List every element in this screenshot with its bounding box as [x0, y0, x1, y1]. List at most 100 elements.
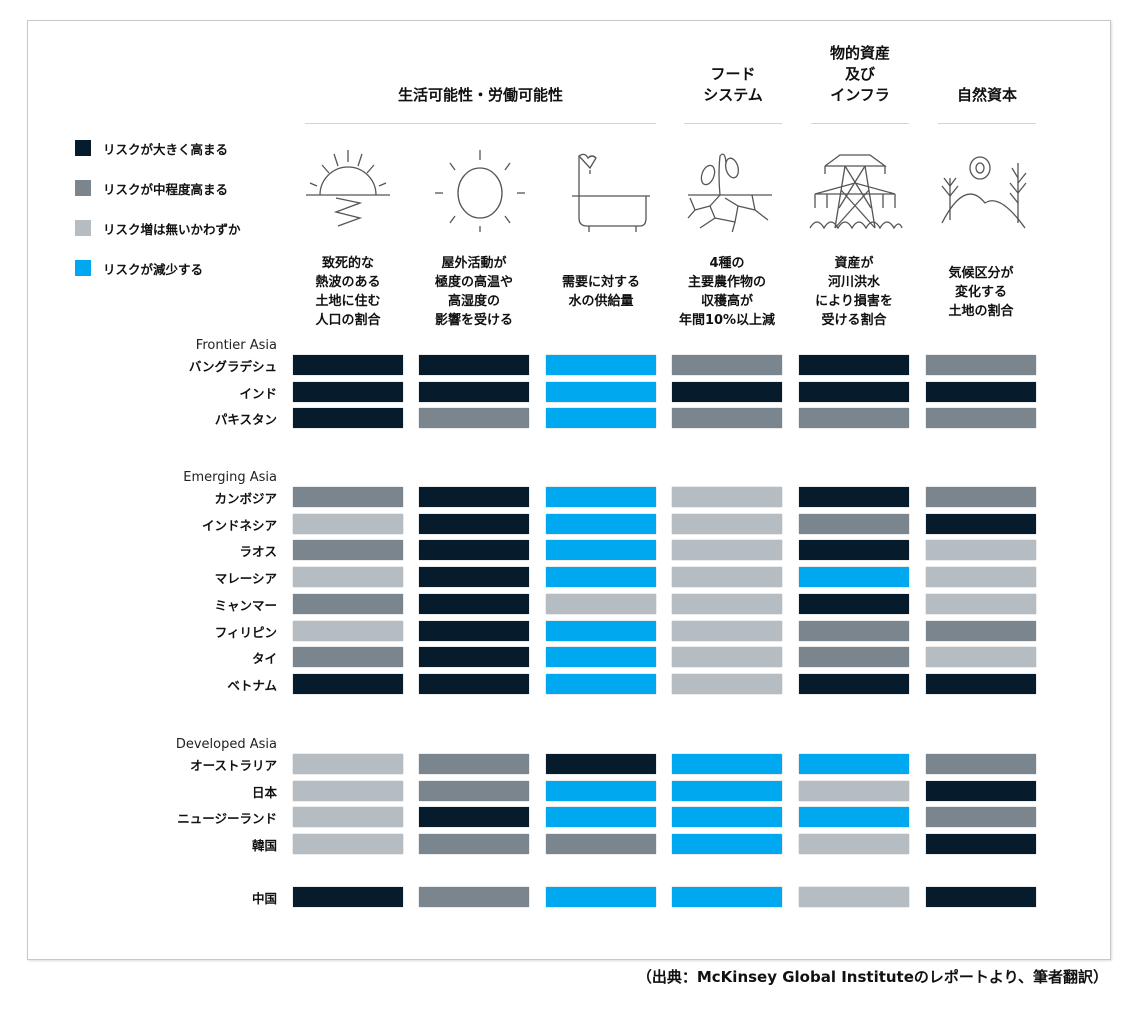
heatmap-cell	[672, 887, 782, 907]
country-label: マレーシア	[214, 571, 277, 587]
country-label: インドネシア	[201, 517, 277, 533]
heatmap-cell	[293, 620, 403, 641]
group-divider	[305, 123, 656, 124]
heatmap-cell	[926, 381, 1036, 402]
source-note: （出典：McKinsey Global Instituteのレポートより、筆者翻…	[636, 968, 1108, 986]
group-title: 自然資本	[956, 86, 1017, 104]
heatmap-cell	[799, 673, 909, 694]
heatmap-cell	[926, 887, 1036, 907]
heatmap-cell	[293, 647, 403, 668]
heatmap-cell	[672, 834, 782, 855]
heatmap-cell	[419, 647, 529, 668]
group-divider	[938, 123, 1036, 124]
column-label: 屋外活動が極度の高温や高湿度の影響を受ける	[434, 256, 513, 328]
heatmap-cell	[419, 834, 529, 855]
region-label: Frontier Asia	[195, 338, 277, 353]
heatmap-cell	[419, 355, 529, 375]
heatmap-cell	[672, 540, 782, 561]
heatmap-cell	[293, 513, 403, 534]
group-title: 生活可能性・労働可能性	[397, 86, 563, 104]
legend-swatch	[75, 140, 91, 156]
heatmap-cell	[293, 567, 403, 588]
country-label: インド	[239, 385, 277, 401]
heatmap-cell	[926, 408, 1036, 429]
chart-frame	[27, 20, 1111, 960]
legend-label: リスク増は無いかわずか	[103, 221, 241, 237]
heatmap-cell	[419, 593, 529, 614]
heatmap-cell	[293, 593, 403, 614]
heatmap-cell	[293, 408, 403, 429]
country-label: カンボジア	[214, 491, 277, 506]
column-label: 気候区分が変化する土地の割合	[948, 265, 1014, 319]
country-label: フィリピン	[214, 624, 277, 640]
heatmap-cell	[672, 780, 782, 801]
heatmap-cell	[799, 355, 909, 375]
heatmap-cell	[546, 673, 656, 694]
country-label: オーストラリア	[190, 758, 277, 773]
heatmap-cell	[293, 754, 403, 774]
heatmap-cell	[926, 567, 1036, 588]
heatmap-cell	[419, 567, 529, 588]
region-label: Emerging Asia	[183, 470, 277, 485]
heatmap-cell	[546, 567, 656, 588]
heatmap-cell	[799, 834, 909, 855]
heatmap-cell	[293, 381, 403, 402]
heatmap-cell	[546, 647, 656, 668]
heatmap-cell	[419, 408, 529, 429]
heatmap-cell	[926, 834, 1036, 855]
legend-swatch	[75, 180, 91, 196]
heatmap-cell	[672, 593, 782, 614]
legend-swatch	[75, 220, 91, 236]
heatmap-cell	[799, 647, 909, 668]
heatmap-cell	[546, 355, 656, 375]
heatmap-cell	[799, 540, 909, 561]
heatmap-cell	[799, 567, 909, 588]
heatmap-cell	[799, 513, 909, 534]
heatmap-cell	[926, 780, 1036, 801]
country-label: 韓国	[251, 838, 277, 854]
heatmap-cell	[293, 780, 403, 801]
heatmap-cell	[672, 754, 782, 774]
legend-item: リスク増は無いかわずか	[75, 220, 241, 237]
region-label: Developed Asia	[175, 737, 277, 752]
legend-label: リスクが中程度高まる	[103, 181, 229, 197]
heatmap-cell	[926, 647, 1036, 668]
heatmap-cell	[926, 807, 1036, 828]
heatmap-cell	[799, 887, 909, 907]
country-label: ミャンマー	[214, 597, 277, 613]
country-label: 日本	[251, 784, 277, 800]
heatmap-cell	[926, 355, 1036, 375]
heatmap-cell	[672, 807, 782, 828]
group-title: フードシステム	[703, 65, 763, 104]
heatmap-cell	[926, 513, 1036, 534]
heatmap-cell	[926, 540, 1036, 561]
heatmap-cell	[926, 620, 1036, 641]
heatmap-cell	[799, 408, 909, 429]
heatmap-cell	[419, 780, 529, 801]
heatmap-cell	[546, 807, 656, 828]
bathtub-water-icon	[572, 153, 650, 232]
legend-swatch	[75, 260, 91, 276]
heatmap-cell	[926, 673, 1036, 694]
heatmap-cell	[419, 513, 529, 534]
legend-item: リスクが中程度高まる	[75, 180, 229, 197]
column-label: 致死的な熱波のある土地に住む人口の割合	[315, 256, 381, 328]
heatmap-cell	[672, 673, 782, 694]
heatmap-cell	[926, 754, 1036, 774]
group-divider	[811, 123, 909, 124]
heatmap-cell	[419, 540, 529, 561]
country-label: ラオス	[239, 544, 277, 560]
country-label: ニュージーランド	[177, 811, 277, 827]
heatmap-cell	[419, 887, 529, 907]
heatmap-cell	[672, 381, 782, 402]
heatmap-cell	[926, 593, 1036, 614]
heatmap-cell	[293, 355, 403, 375]
country-label: ベトナム	[227, 677, 277, 693]
country-label: パキスタン	[214, 412, 277, 428]
heatmap-cell	[672, 513, 782, 534]
group-title: 物的資産及びインフラ	[829, 44, 890, 104]
heatmap-cell	[672, 355, 782, 375]
heatmap-cell	[546, 780, 656, 801]
legend-label: リスクが大きく高まる	[103, 141, 229, 157]
power-tower-flood-icon	[809, 154, 903, 230]
